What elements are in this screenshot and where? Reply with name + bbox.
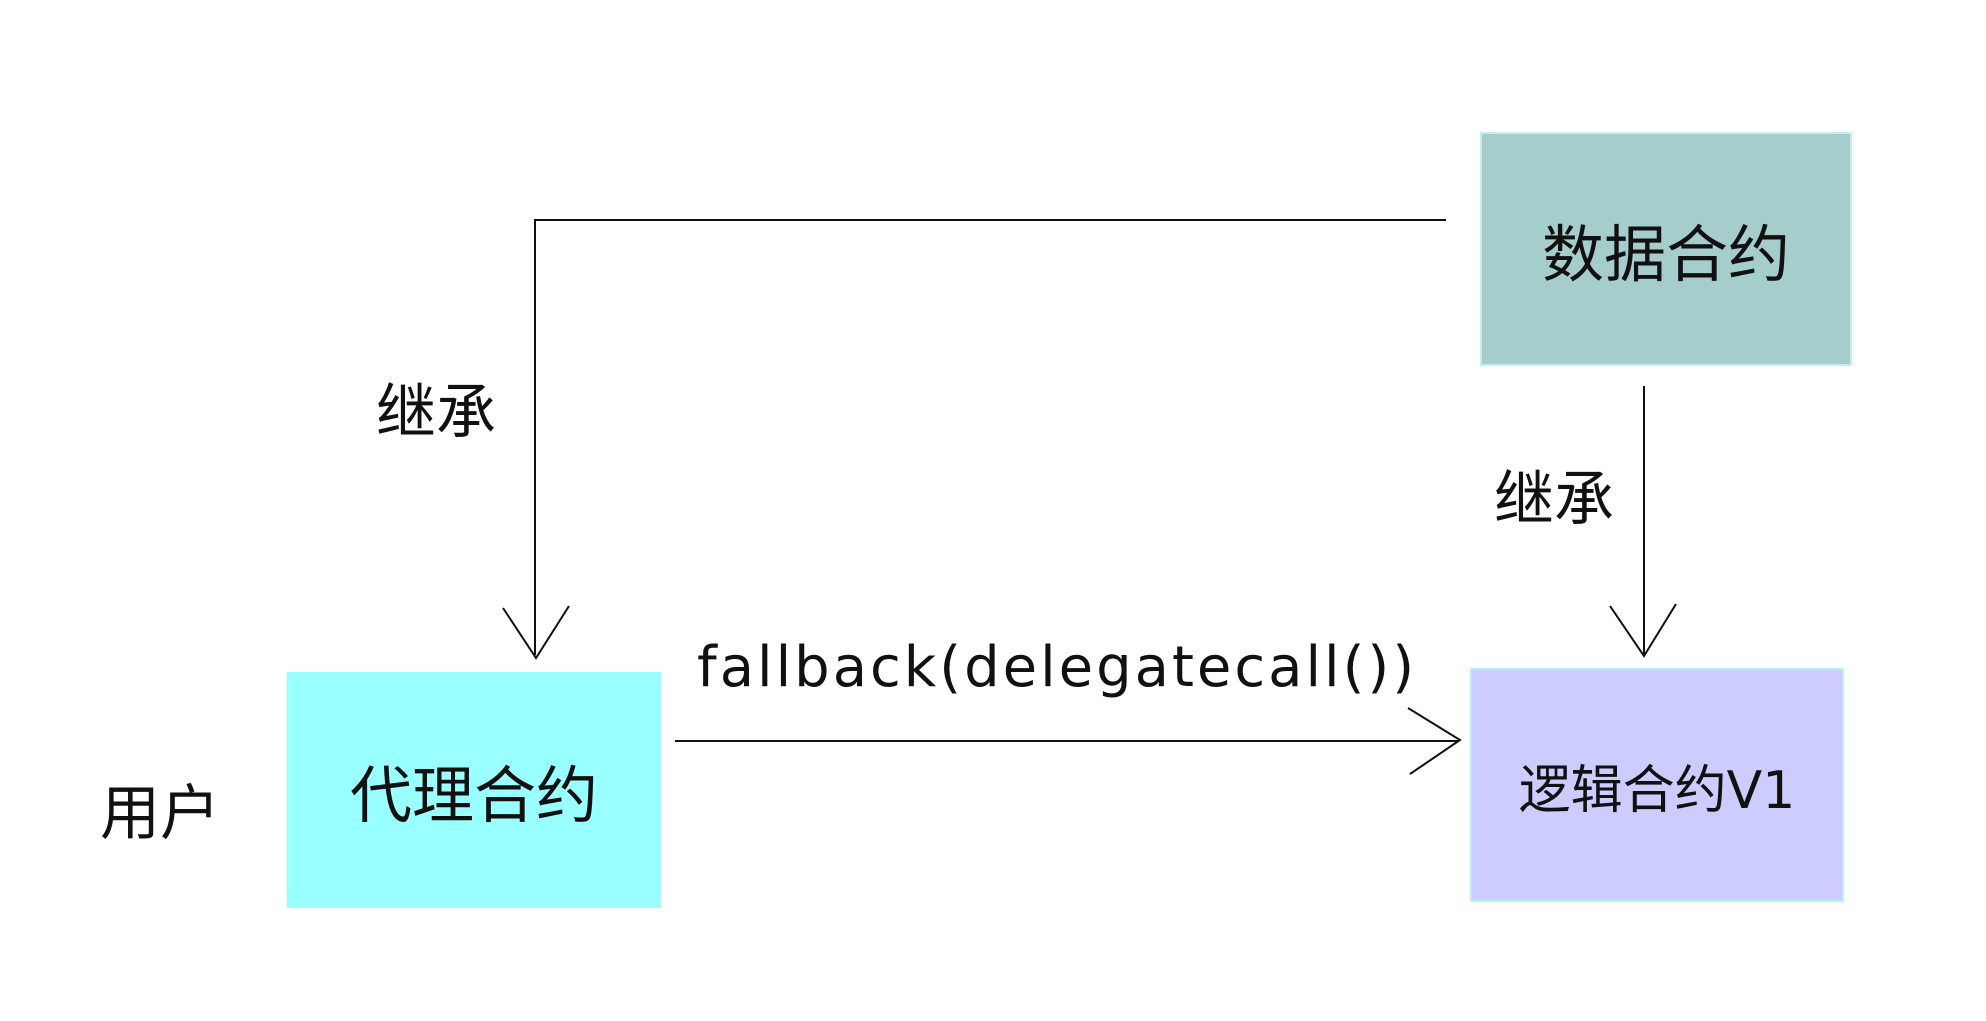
user-label: 用户 xyxy=(100,779,220,849)
proxy-contract-node: 代理合约 xyxy=(287,672,661,908)
proxy-contract-label: 代理合约 xyxy=(349,759,598,832)
inherit-label-left: 继承 xyxy=(376,378,496,448)
arrowhead-proxy xyxy=(502,605,570,660)
logic-contract-node: 逻辑合约V1 xyxy=(1470,668,1844,902)
arrowhead-logic xyxy=(1609,603,1677,658)
call-edge-label: fallback(delegatecall()) xyxy=(697,635,1418,700)
data-contract-label: 数据合约 xyxy=(1541,218,1790,291)
arrowhead-logic-call xyxy=(1407,707,1462,775)
data-contract-node: 数据合约 xyxy=(1480,132,1852,366)
inherit-label-right: 继承 xyxy=(1494,465,1614,535)
logic-contract-label: 逻辑合约V1 xyxy=(1518,760,1796,821)
edge-data-to-proxy xyxy=(534,219,1446,655)
